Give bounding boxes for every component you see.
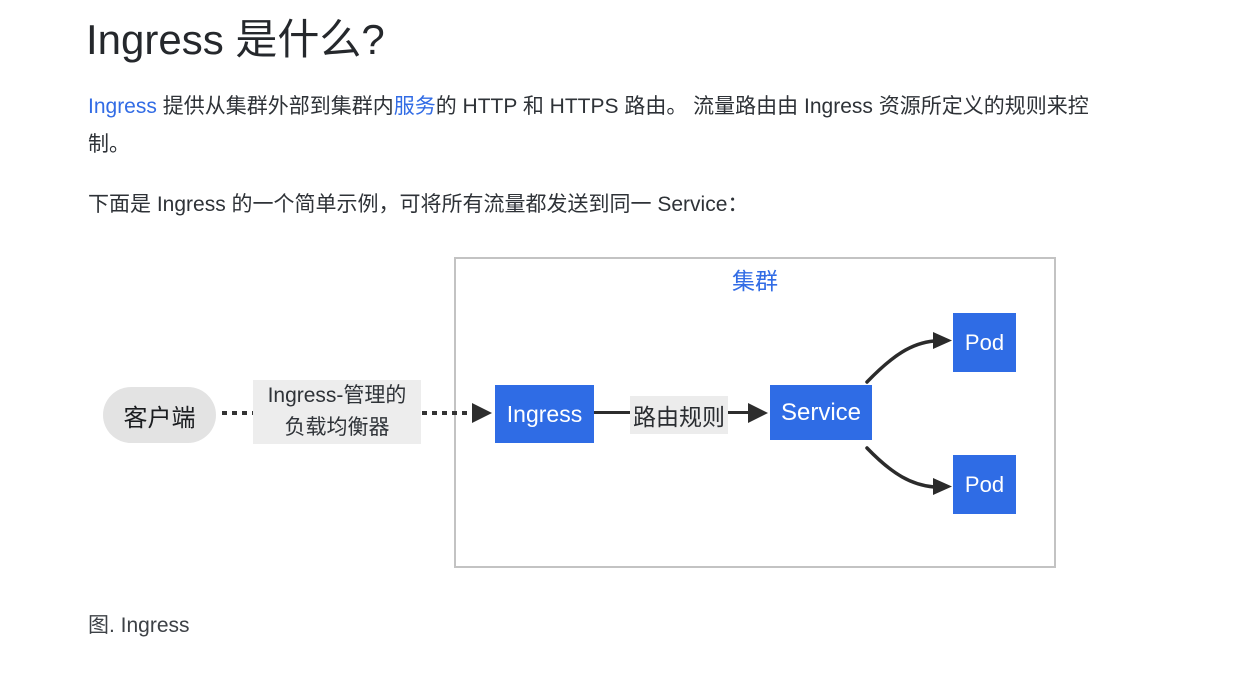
load-balancer-label: Ingress-管理的 负载均衡器 — [253, 380, 421, 444]
ingress-to-service-arrowhead-icon — [748, 403, 768, 423]
load-balancer-label-line2: 负载均衡器 — [284, 416, 390, 439]
client-node: 客户端 — [103, 387, 216, 443]
pod-node-bottom: Pod — [953, 455, 1016, 514]
ingress-link[interactable]: Ingress — [88, 95, 157, 118]
cluster-label: 集群 — [732, 268, 778, 294]
pod-node-top: Pod — [953, 313, 1016, 372]
client-to-ingress-arrowhead-icon — [472, 403, 492, 423]
figure-caption: 图. Ingress — [88, 614, 190, 637]
example-intro-text: 下面是 Ingress 的一个简单示例，可将所有流量都发送到同一 Service… — [88, 193, 749, 216]
routing-rule-label: 路由规则 — [630, 396, 728, 434]
service-node: Service — [770, 385, 872, 440]
intro-text-segment: 的 HTTP 和 HTTPS 路由。 流量路由由 Ingress 资源所定义的规… — [88, 95, 1089, 156]
ingress-node: Ingress — [495, 385, 594, 443]
intro-paragraph: Ingress 提供从集群外部到集群内服务的 HTTP 和 HTTPS 路由。 … — [88, 88, 1090, 164]
service-link[interactable]: 服务 — [393, 95, 436, 118]
page-title: Ingress 是什么? — [86, 16, 385, 63]
load-balancer-label-line1: Ingress-管理的 — [267, 384, 407, 407]
intro-text-segment: 提供从集群外部到集群内 — [156, 95, 394, 118]
